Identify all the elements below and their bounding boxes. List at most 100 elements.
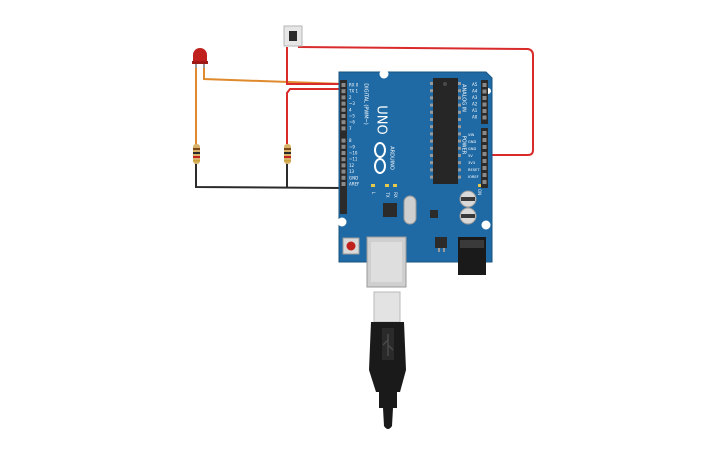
power-label: POWER — [461, 136, 467, 155]
analog-pin[interactable] — [482, 115, 487, 120]
wire-pin-to-resistor2[interactable] — [286, 88, 344, 144]
right-pins — [482, 83, 487, 184]
analog-label: ANALOG IN — [461, 84, 467, 112]
wires — [195, 46, 534, 189]
microcontroller-chip — [433, 78, 458, 184]
digital-pin[interactable] — [341, 151, 346, 155]
digital-pin-label: AREF — [349, 182, 360, 187]
digital-pin-label: ~6 — [349, 120, 355, 125]
mount-hole — [337, 217, 347, 227]
analog-header — [481, 80, 488, 124]
usb-cable-strain — [379, 392, 397, 408]
digital-pin[interactable] — [341, 89, 346, 94]
usb-symbol-icon — [382, 334, 394, 356]
power-pin[interactable] — [482, 152, 487, 156]
digital-pin[interactable] — [341, 138, 346, 143]
digital-pin-label: 12 — [349, 163, 355, 168]
power-pin-label: GND — [468, 140, 476, 144]
analog-pin[interactable] — [482, 102, 487, 107]
digital-label: DIGITAL (PWM~) — [363, 83, 369, 125]
digital-pin[interactable] — [341, 83, 346, 87]
on-label: ON — [477, 189, 482, 195]
digital-pin-label: TX 1 — [348, 89, 358, 94]
chip-pins — [430, 82, 461, 179]
crystal — [403, 195, 417, 225]
digital-pin[interactable] — [341, 101, 346, 106]
analog-pin[interactable] — [482, 96, 487, 100]
power-pin[interactable] — [482, 166, 487, 170]
digital-pin-label: 4 — [349, 107, 352, 112]
analog-pin[interactable] — [482, 89, 487, 94]
power-pin[interactable] — [482, 159, 487, 163]
power-pin[interactable] — [482, 145, 487, 149]
power-pin[interactable] — [482, 138, 487, 142]
push-button[interactable] — [283, 25, 303, 47]
digital-pin[interactable] — [341, 144, 346, 149]
model-label: UNO — [374, 105, 389, 134]
wire-resistor1-ground[interactable] — [195, 163, 344, 189]
analog-pin-label: A4 — [472, 89, 478, 94]
led-body — [193, 48, 207, 62]
digital-pin-label: 13 — [349, 169, 355, 174]
mount-hole — [379, 69, 389, 79]
digital-pin[interactable] — [341, 163, 346, 168]
power-header — [481, 128, 488, 188]
analog-pin-label: A0 — [472, 115, 478, 120]
power-pin[interactable] — [482, 131, 487, 135]
digital-pin[interactable] — [341, 95, 346, 100]
led-base — [192, 61, 208, 64]
rx-label: RX — [393, 192, 398, 198]
l-label: L — [371, 192, 376, 195]
analog-pin[interactable] — [482, 109, 487, 113]
digital-pin[interactable] — [341, 120, 346, 125]
brand-label: ARDUINO — [389, 146, 395, 170]
digital-pin[interactable] — [341, 169, 346, 174]
small-ic — [383, 203, 397, 217]
digital-pin[interactable] — [341, 107, 346, 112]
digital-pin[interactable] — [341, 126, 346, 131]
resistor-1[interactable] — [193, 144, 200, 164]
digital-pin[interactable] — [341, 175, 346, 180]
regulator — [435, 237, 447, 248]
arduino-board[interactable]: UNO ARDUINO DIGITAL (PWM~) ANALOG IN POW… — [337, 69, 493, 288]
tx-label: TX — [385, 191, 390, 197]
power-pin-label: GND — [468, 147, 476, 151]
arduino-logo — [374, 142, 386, 174]
led[interactable] — [192, 48, 208, 68]
analog-pin-label: A1 — [472, 108, 478, 113]
usb-cable[interactable] — [369, 291, 406, 429]
power-pin-label: 3V3 — [468, 161, 475, 165]
power-pin-label: VIN — [468, 133, 475, 137]
digital-pin-label: 7 — [349, 126, 352, 131]
digital-pin[interactable] — [341, 114, 346, 118]
analog-pin-label: A2 — [472, 102, 478, 107]
digital-pin-label: ~3 — [349, 101, 355, 106]
digital-pin[interactable] — [341, 182, 346, 186]
wire-button-to-pin[interactable] — [286, 47, 344, 85]
usb-plug-metal — [373, 291, 401, 323]
wire-led-to-pin1[interactable] — [203, 66, 345, 85]
digital-pin-label: ~11 — [349, 157, 358, 162]
analog-pin[interactable] — [482, 83, 487, 87]
power-pin[interactable] — [482, 173, 487, 177]
digital-pin-label: 2 — [349, 95, 352, 100]
usb-cable-wire — [383, 408, 393, 429]
power-pin[interactable] — [482, 180, 487, 184]
digital-pin-label: RX 0 — [349, 83, 359, 88]
mount-hole — [481, 220, 491, 230]
analog-pin-label: A3 — [472, 95, 478, 100]
digital-pins — [341, 83, 346, 186]
wire-button-to-5v[interactable] — [297, 46, 534, 156]
analog-pin-label: A5 — [472, 82, 478, 87]
digital-pin[interactable] — [341, 157, 346, 162]
digital-pin-label: ~5 — [349, 114, 355, 119]
digital-pin-label: 8 — [349, 138, 352, 143]
power-pin-label: 5V — [468, 154, 473, 158]
resistor-2[interactable] — [284, 144, 291, 164]
digital-pin-label: GND — [349, 175, 358, 180]
power-pin-label: IOREF — [468, 175, 479, 179]
digital-pin-label: ~9 — [349, 144, 355, 149]
